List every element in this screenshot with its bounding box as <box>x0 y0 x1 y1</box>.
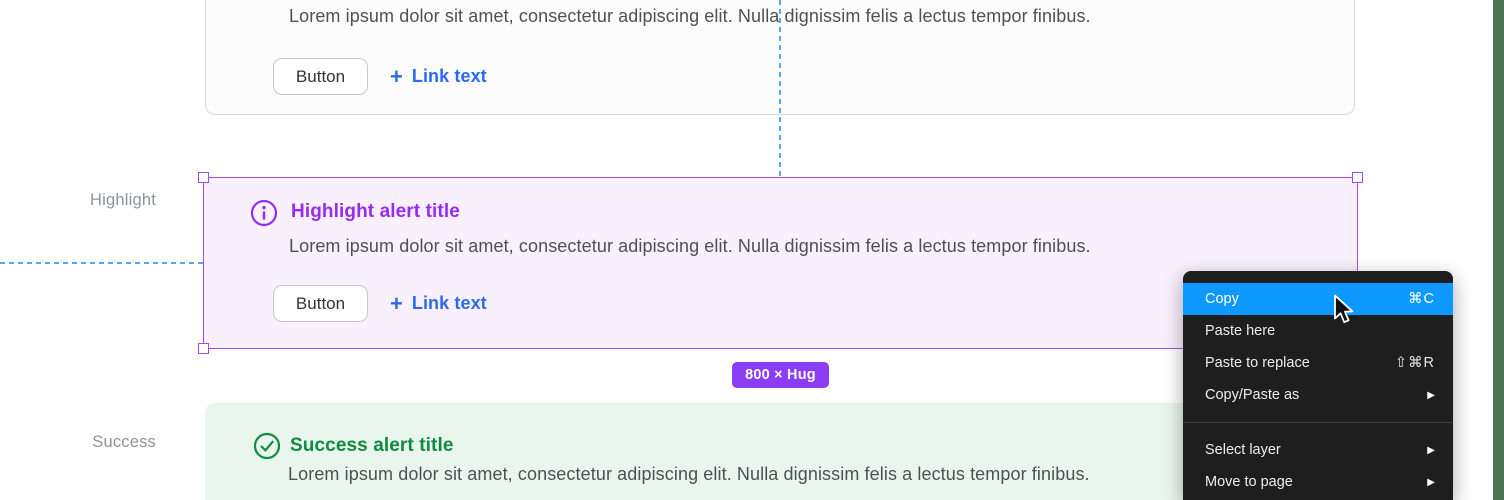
menu-separator <box>1183 422 1453 423</box>
alert-link[interactable]: + Link text <box>390 63 487 89</box>
menu-item-select-layer[interactable]: Select layer ▶ <box>1183 434 1453 466</box>
alert-title: Success alert title <box>290 435 454 456</box>
alert-body-text: Lorem ipsum dolor sit amet, consectetur … <box>289 6 1091 26</box>
alert-card-highlight[interactable]: Highlight alert title Lorem ipsum dolor … <box>198 172 1363 354</box>
alert-link-label: Link text <box>411 293 487 313</box>
menu-item-copy[interactable]: Copy ⌘C <box>1183 283 1453 315</box>
info-circle-icon <box>250 199 278 227</box>
alert-button-label: Button <box>295 293 346 313</box>
window-edge-strip <box>1493 0 1504 500</box>
selection-handle-bottom-left[interactable] <box>198 343 209 354</box>
alert-body-text: Lorem ipsum dolor sit amet, consectetur … <box>289 236 1091 256</box>
menu-item-shortcut: ⌘C <box>1408 291 1435 307</box>
menu-item-label: Select layer <box>1205 442 1281 458</box>
menu-item-copy-paste-as[interactable]: Copy/Paste as ▶ <box>1183 379 1453 411</box>
selection-handle-top-left[interactable] <box>198 172 209 183</box>
menu-item-label: Paste to replace <box>1205 355 1310 371</box>
alert-title: Highlight alert title <box>291 201 460 222</box>
alert-action-row: Button + Link text <box>273 58 487 95</box>
alert-button-label: Button <box>295 66 346 86</box>
submenu-arrow-icon: ▶ <box>1427 389 1435 401</box>
plus-icon: + <box>390 290 403 316</box>
selection-handle-top-right[interactable] <box>1352 172 1363 183</box>
alert-button[interactable]: Button <box>273 58 368 95</box>
alert-link-label: Link text <box>411 66 487 86</box>
mouse-cursor-icon <box>1334 294 1354 324</box>
alert-card-success[interactable]: Success alert title Lorem ipsum dolor si… <box>205 403 1355 500</box>
vertical-center-guide <box>779 0 781 177</box>
alert-button[interactable]: Button <box>273 285 368 322</box>
submenu-arrow-icon: ▶ <box>1427 444 1435 456</box>
menu-item-label: Paste here <box>1205 323 1276 339</box>
section-label-highlight: Highlight <box>89 191 156 209</box>
context-menu: Copy ⌘C Paste here Paste to replace ⇧⌘R … <box>1183 271 1453 500</box>
menu-item-label: Copy/Paste as <box>1205 387 1300 403</box>
alert-action-row: Button + Link text <box>273 285 487 322</box>
horizontal-center-guide <box>0 262 203 264</box>
submenu-arrow-icon: ▶ <box>1427 476 1435 488</box>
section-label-success: Success <box>92 433 156 451</box>
check-circle-icon <box>253 432 281 460</box>
menu-item-label: Move to page <box>1205 474 1293 490</box>
alert-link[interactable]: + Link text <box>390 290 487 316</box>
menu-item-move-to-page[interactable]: Move to page ▶ <box>1183 466 1453 498</box>
menu-item-label: Copy <box>1205 291 1239 307</box>
menu-item-shortcut: ⇧⌘R <box>1394 355 1435 371</box>
plus-icon: + <box>390 63 403 89</box>
selection-size-badge: 800 × Hug <box>732 362 829 388</box>
menu-item-paste-to-replace[interactable]: Paste to replace ⇧⌘R <box>1183 347 1453 379</box>
alert-body-text: Lorem ipsum dolor sit amet, consectetur … <box>288 464 1090 484</box>
menu-item-paste-here[interactable]: Paste here <box>1183 315 1453 347</box>
